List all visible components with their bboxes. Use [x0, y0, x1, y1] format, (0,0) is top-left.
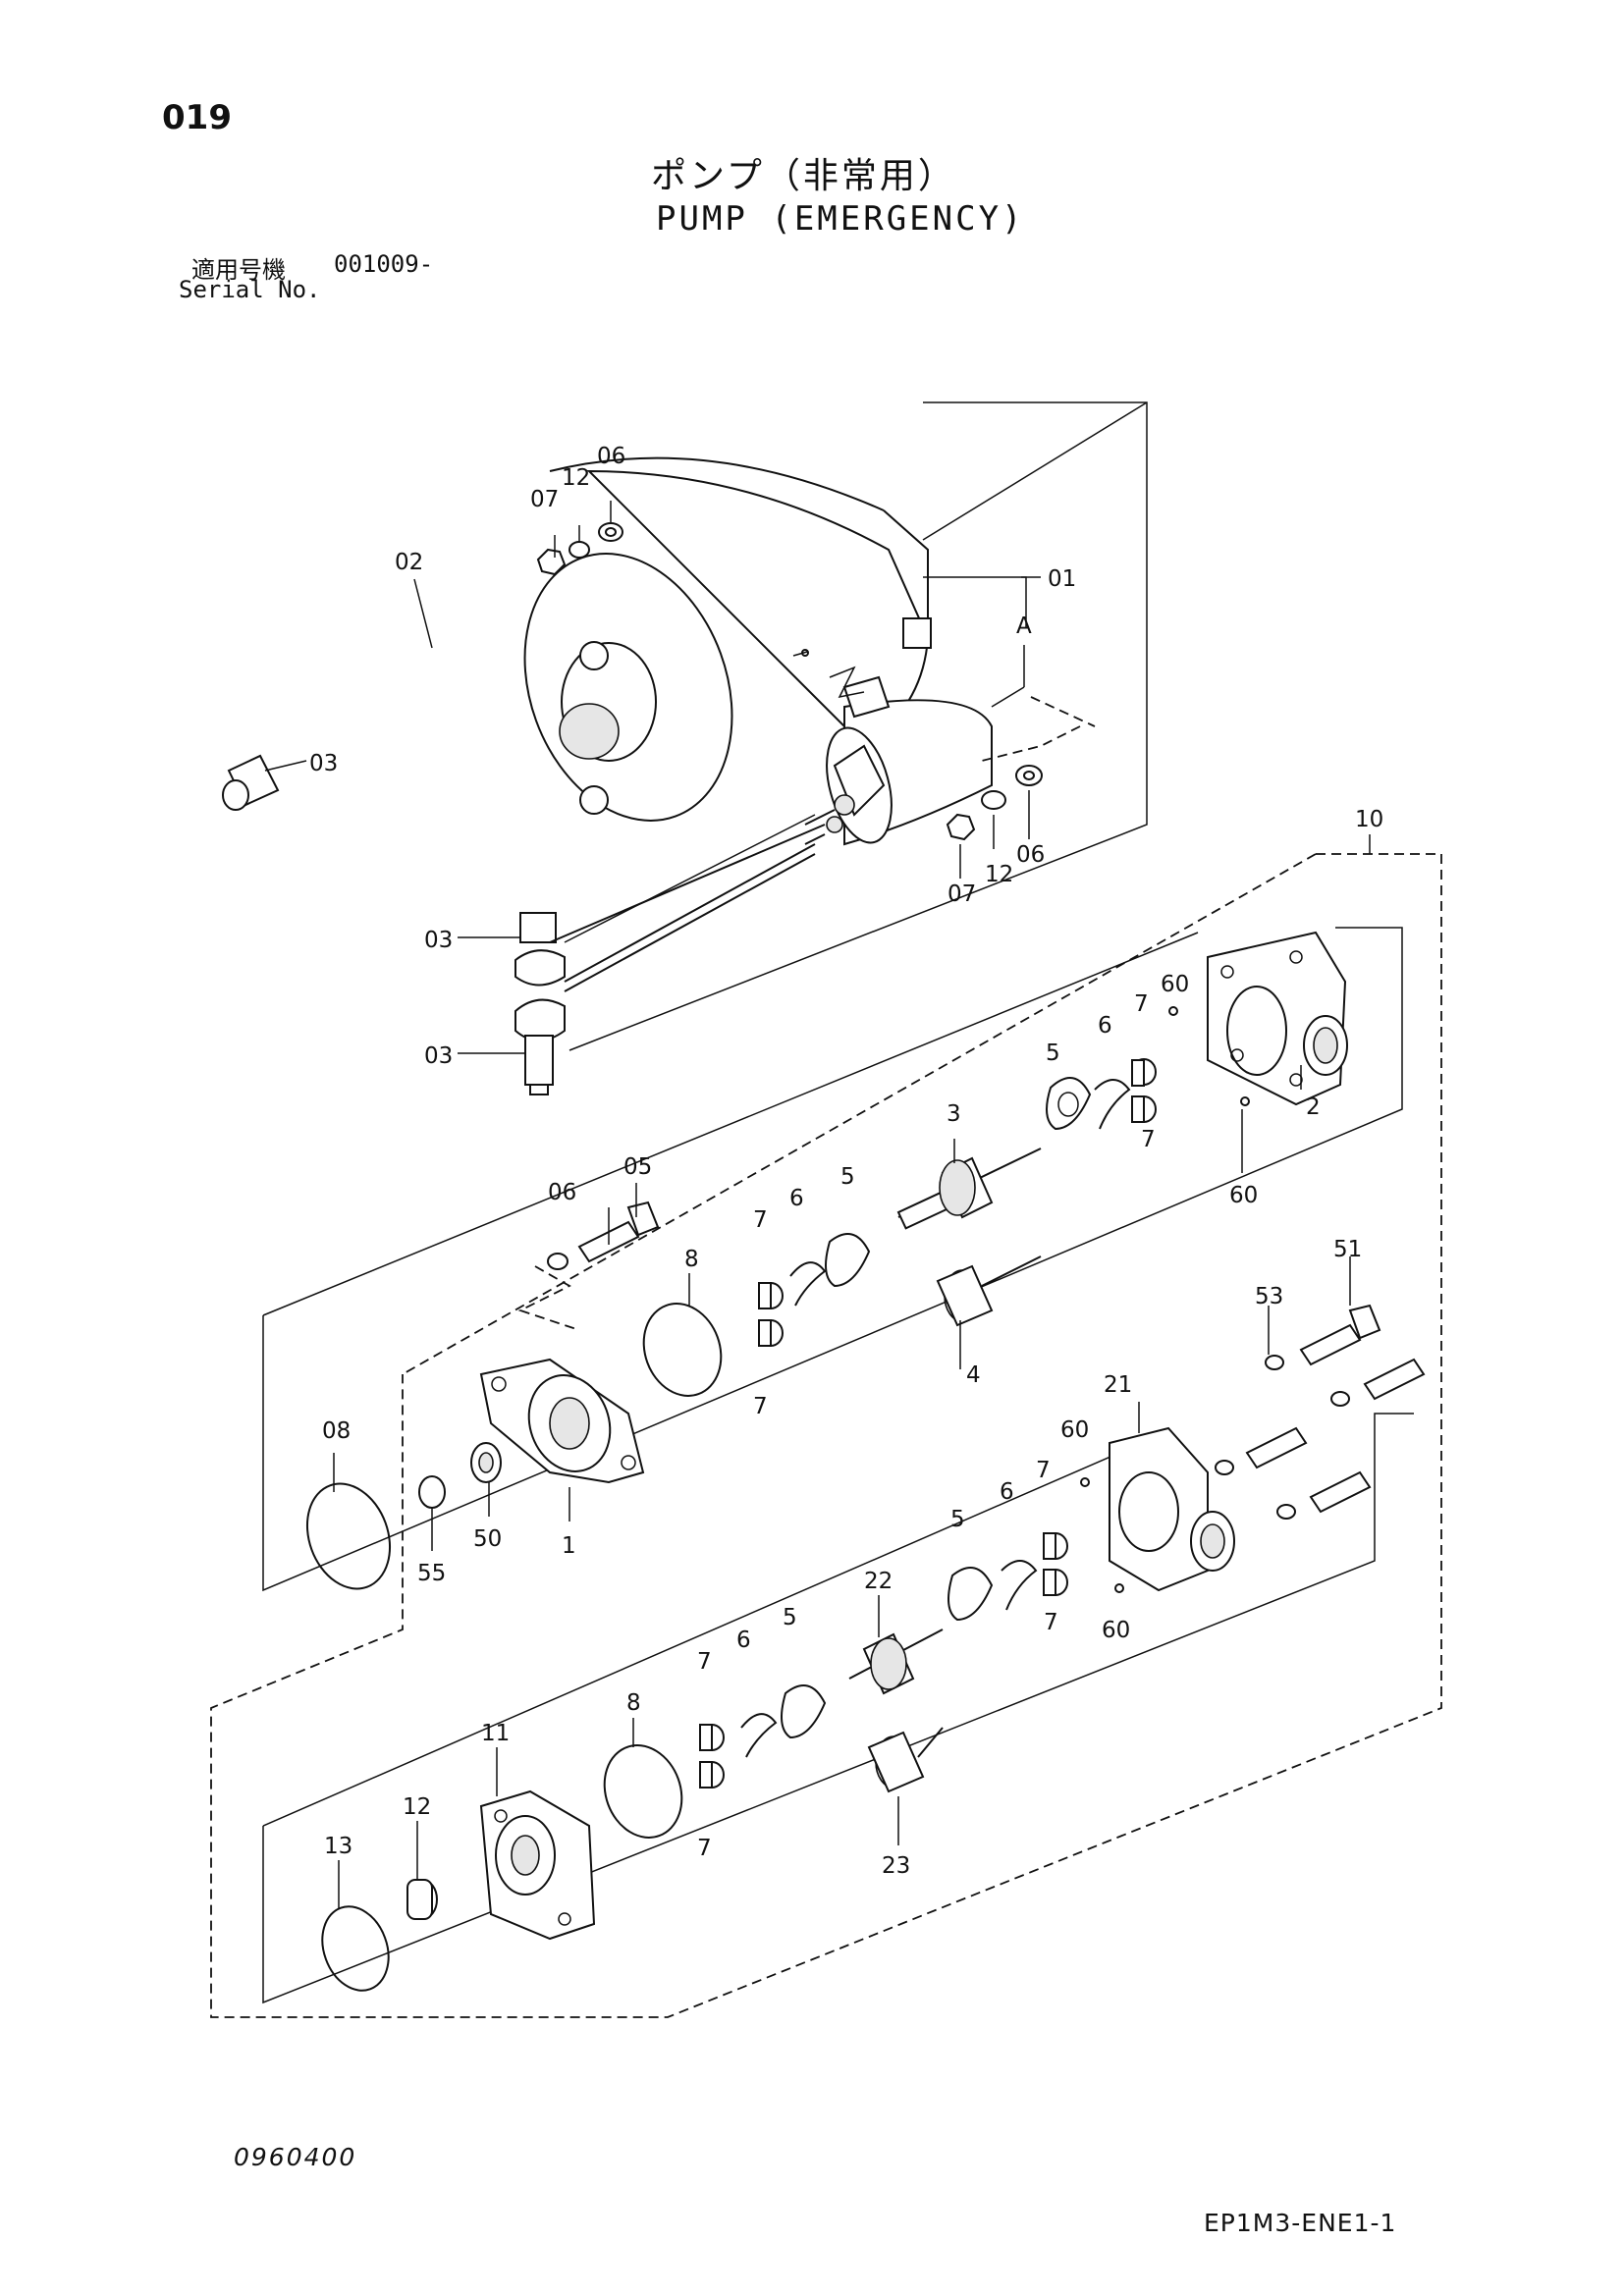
- callout-8-front: 8: [684, 1247, 699, 1272]
- callout-05: 05: [623, 1154, 652, 1180]
- callout-5-rear: 5: [950, 1507, 965, 1532]
- callout-12-rear: 12: [403, 1794, 431, 1820]
- document-code: 0960400: [234, 2143, 357, 2171]
- callout-53: 53: [1255, 1284, 1283, 1309]
- callout-2: 2: [1306, 1095, 1321, 1120]
- callout-6-rear: 6: [1000, 1479, 1014, 1505]
- callout-7-rear-top: 7: [1036, 1458, 1051, 1483]
- callout-5-front: 5: [840, 1164, 855, 1190]
- front-pump-section: [262, 927, 1403, 1592]
- callout-21: 21: [1104, 1372, 1132, 1398]
- callout-7-front-bottom: 7: [753, 1394, 768, 1419]
- callout-labels: 07 12 06 02 01 A 03 07 12 06 10 03 03 60…: [309, 444, 1383, 1879]
- callout-06-top: 06: [597, 444, 625, 469]
- callout-A: A: [1016, 614, 1032, 639]
- callout-7-rear-right: 7: [1044, 1610, 1058, 1635]
- callout-7-top: 7: [1134, 991, 1149, 1017]
- callout-06-low: 06: [1016, 842, 1045, 868]
- title-japanese: ポンプ（非常用）: [651, 156, 956, 196]
- callout-5-rear-front: 5: [783, 1605, 797, 1630]
- callout-07-top: 07: [530, 487, 559, 512]
- callout-8-rear: 8: [626, 1690, 641, 1716]
- callout-08: 08: [322, 1418, 351, 1444]
- callout-51: 51: [1333, 1237, 1362, 1262]
- callout-60-rear-right: 60: [1102, 1618, 1130, 1643]
- callout-06-mid: 06: [548, 1180, 576, 1205]
- callout-7-rear-front-bottom: 7: [697, 1836, 712, 1861]
- callout-13: 13: [324, 1834, 352, 1859]
- callout-11: 11: [481, 1721, 510, 1746]
- callout-6-rear-front: 6: [736, 1628, 751, 1653]
- callout-4: 4: [966, 1362, 981, 1388]
- pump-assembly-outline: [210, 834, 1442, 2018]
- callout-03-mid: 03: [424, 928, 453, 953]
- callout-3: 3: [947, 1101, 961, 1127]
- callout-1: 1: [562, 1533, 576, 1559]
- callout-07-low: 07: [947, 881, 976, 907]
- callout-5-top: 5: [1046, 1041, 1060, 1066]
- leader-lines: [264, 576, 1351, 1909]
- callout-7-right: 7: [1141, 1127, 1156, 1152]
- callout-60-right: 60: [1229, 1183, 1258, 1208]
- callout-7-rear-front-top: 7: [697, 1649, 712, 1675]
- callout-7-front-top: 7: [753, 1207, 768, 1233]
- callout-03-bottom: 03: [424, 1043, 453, 1069]
- callout-22: 22: [864, 1569, 893, 1594]
- callout-6-front: 6: [789, 1186, 804, 1211]
- title-english: PUMP (EMERGENCY): [656, 199, 1025, 239]
- callout-03-top: 03: [309, 751, 338, 776]
- serial-label-english: Serial No.: [179, 276, 321, 303]
- motor-assembly: [222, 401, 1148, 1095]
- callout-60-top: 60: [1161, 972, 1189, 997]
- rear-pump-section: [262, 1304, 1426, 2004]
- callout-01: 01: [1048, 566, 1076, 592]
- page-number: 019: [162, 98, 232, 137]
- serial-number: 001009-: [334, 250, 434, 278]
- callout-12-top: 12: [562, 465, 590, 491]
- sheet-code: EP1M3-ENE1-1: [1204, 2209, 1397, 2237]
- serial-label-japanese: 適用号機: [191, 256, 286, 284]
- callout-55: 55: [417, 1561, 446, 1586]
- callout-10: 10: [1355, 807, 1383, 832]
- callout-50: 50: [473, 1526, 502, 1552]
- callout-02: 02: [395, 550, 423, 575]
- callout-23: 23: [882, 1853, 910, 1879]
- callout-6-top: 6: [1098, 1013, 1112, 1039]
- callout-60-rear: 60: [1060, 1417, 1089, 1443]
- callout-12-low: 12: [985, 862, 1013, 887]
